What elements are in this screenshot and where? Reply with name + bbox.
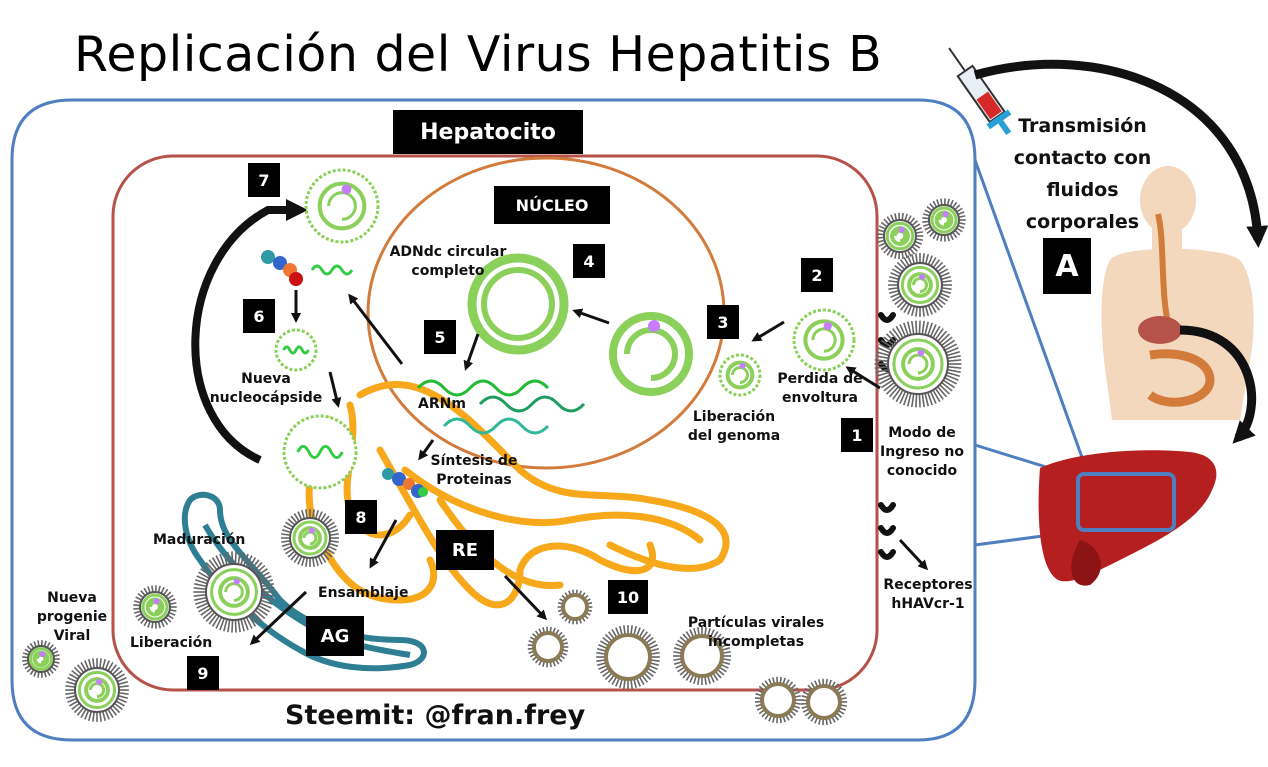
- relaxed-genome: [613, 316, 689, 392]
- step-9: 9: [187, 656, 219, 690]
- capsid-step2: [794, 310, 854, 370]
- liver: [1039, 450, 1217, 585]
- footer-credit: Steemit: @fran.frey: [285, 700, 585, 731]
- empty-particle-4: [755, 677, 801, 723]
- hepatocito-box: Hepatocito: [393, 110, 583, 154]
- nucleocapsid-step6: [276, 330, 316, 370]
- endoplasmic-reticulum: [309, 385, 726, 605]
- particulas-label: Partículas virales incompletas: [676, 614, 836, 652]
- receptores-label: Receptores hHAVcr-1: [876, 576, 980, 614]
- nueva-nucleocapside-label: Nueva nucleocápside: [200, 370, 332, 408]
- modo-ingreso-label: Modo de Ingreso no conocido: [874, 424, 970, 481]
- ag-box: AG: [306, 616, 364, 656]
- step-10: 10: [608, 580, 648, 614]
- protein-chain-top: [261, 250, 303, 286]
- adndc-label: ADNdc circular completo: [378, 243, 518, 281]
- virion-progeny-2: [65, 658, 129, 722]
- step-3: 3: [707, 305, 739, 339]
- nueva-progenie-label: Nueva progenie Viral: [24, 589, 120, 646]
- step-7: 7: [248, 163, 280, 197]
- virion-out-3: [888, 253, 952, 317]
- nucleo-box: NÚCLEO: [494, 186, 610, 224]
- empty-particle-2: [596, 625, 660, 689]
- liberacion-label: Liberación: [130, 634, 212, 653]
- step-1: 1: [841, 418, 873, 452]
- maduracion-label: Maduración: [153, 531, 245, 550]
- a-box: A: [1043, 238, 1091, 294]
- ensamblaje-label: Ensamblaje: [318, 584, 408, 603]
- sintesis-label: Síntesis de Proteinas: [424, 452, 524, 490]
- rna-strand-top: [312, 266, 352, 274]
- arnm-label: ARNm: [418, 395, 466, 414]
- capsid-release: [720, 355, 760, 395]
- virion-out-1: [877, 213, 923, 259]
- perdida-envoltura-label: Perdida de envoltura: [772, 370, 868, 408]
- empty-particle-1: [558, 590, 593, 625]
- re-box: RE: [436, 530, 494, 570]
- empty-particle-6: [528, 627, 568, 668]
- nucleocapsid-step7: [306, 170, 378, 242]
- step-2: 2: [801, 258, 833, 292]
- step-6: 6: [243, 299, 275, 333]
- step-4: 4: [573, 244, 605, 278]
- nucleocapsid-new: [284, 416, 356, 488]
- virion-out-2: [922, 198, 965, 241]
- liberacion-genoma-label: Liberación del genoma: [684, 408, 784, 446]
- step-8: 8: [345, 500, 377, 534]
- step-5: 5: [424, 320, 456, 354]
- diagram-title: Replicación del Virus Hepatitis B: [74, 26, 882, 83]
- transmision-label: Transmisión contacto con fluidos corpora…: [1000, 110, 1165, 238]
- virion-release-1: [133, 585, 176, 628]
- virion-entering: [875, 321, 962, 408]
